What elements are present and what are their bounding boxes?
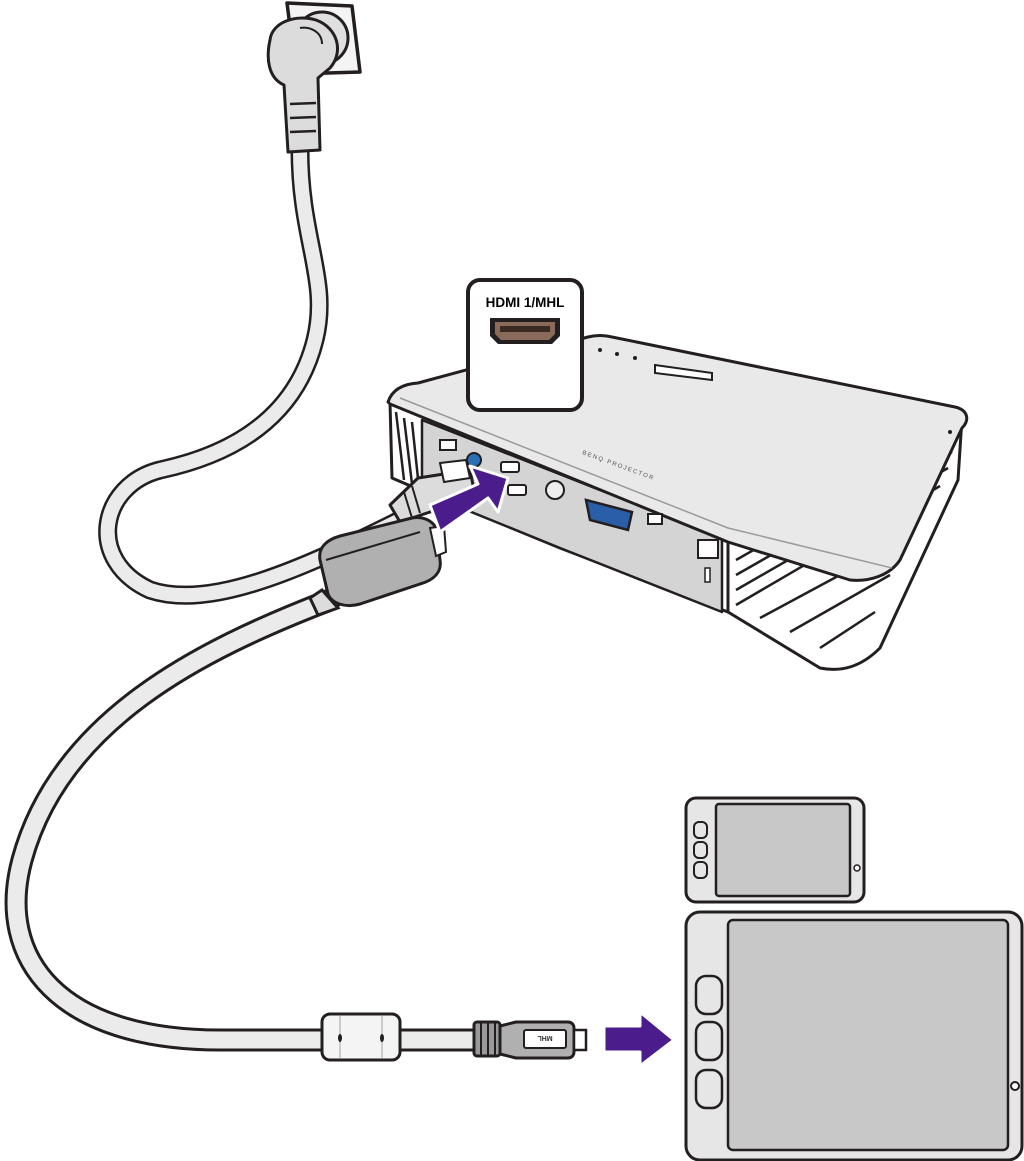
power-button <box>697 539 719 559</box>
power-plug <box>266 16 339 154</box>
tablet <box>684 910 1024 1161</box>
power-jack <box>545 480 565 500</box>
insert-arrow-mhl <box>602 1010 676 1068</box>
mini-usb-port <box>647 513 663 525</box>
hdmi-port-callout: HDMI 1/MHL <box>466 278 584 412</box>
mhl-plug: MHL <box>472 1020 588 1060</box>
hdmi-port-label: HDMI 1/MHL <box>486 295 565 310</box>
power-cord <box>98 140 410 605</box>
hdmi-plug <box>308 516 448 617</box>
mhl-connector-label: MHL <box>537 1034 553 1041</box>
smartphone <box>684 796 866 904</box>
usb-port <box>439 439 457 451</box>
ferrite-core <box>320 1012 402 1062</box>
insert-arrow-hdmi <box>428 464 510 534</box>
vga-port <box>584 498 634 532</box>
hdmi-port-2 <box>507 484 527 496</box>
hdmi-mhl-cable <box>4 588 478 1052</box>
hdmi-port-1 <box>500 461 520 473</box>
